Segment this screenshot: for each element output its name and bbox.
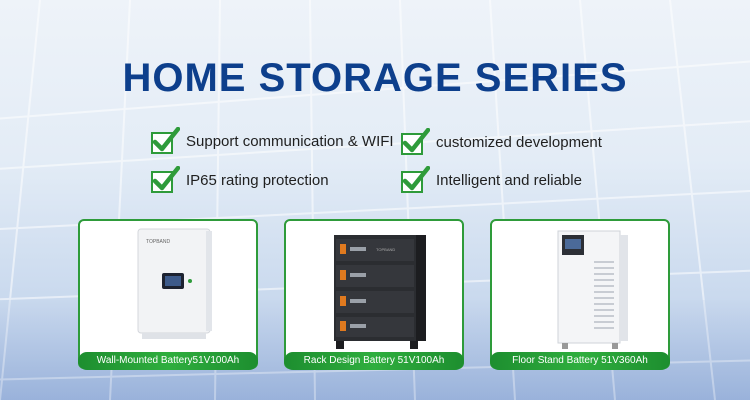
wall-mounted-battery-image: TOPBAND [137, 228, 212, 339]
product-caption: Wall-Mounted Battery51V100Ah [78, 352, 258, 370]
product-card-rack[interactable]: TOPBAND [284, 219, 464, 369]
checkmark-icon [151, 127, 180, 154]
floor-stand-battery-image [557, 230, 628, 349]
page-title: HOME STORAGE SERIES [122, 56, 628, 100]
rack-battery-image: TOPBAND [334, 235, 426, 349]
feature-item: IP65 rating protection [150, 165, 329, 195]
product-caption: Floor Stand Battery 51V360Ah [490, 352, 670, 370]
product-card-floor-stand[interactable] [490, 219, 670, 369]
checkmark-icon [401, 166, 430, 193]
product-caption: Rack Design Battery 51V100Ah [284, 352, 464, 370]
checkmark-icon [151, 166, 180, 193]
feature-label: Intelligent and reliable [436, 171, 582, 189]
brand-logo-text: TOPBAND [376, 247, 395, 252]
feature-label: customized development [436, 133, 602, 151]
feature-label: IP65 rating protection [186, 171, 329, 189]
product-card-wall-mounted[interactable]: TOPBAND [78, 219, 258, 369]
feature-item: customized development [400, 127, 602, 157]
feature-item: Intelligent and reliable [400, 165, 582, 195]
checkmark-icon [401, 128, 430, 155]
feature-label: Support communication & WIFI [186, 132, 394, 150]
brand-logo-text: TOPBAND [146, 239, 170, 245]
feature-item: Support communication & WIFI [150, 126, 394, 156]
